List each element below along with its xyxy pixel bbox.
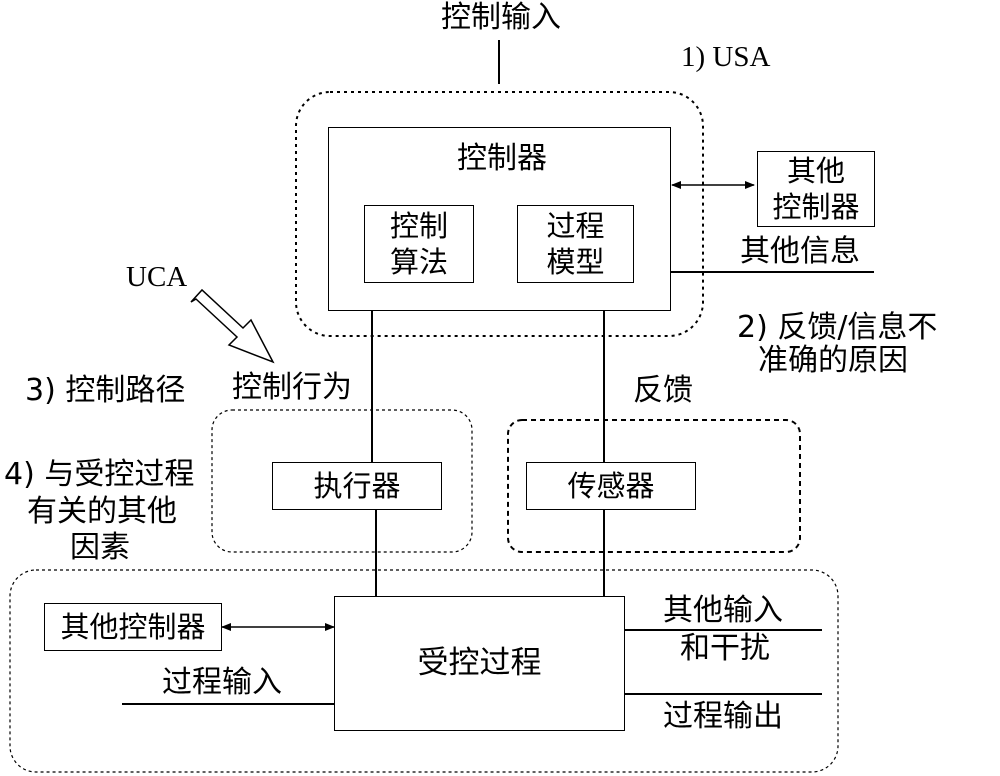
control-path-region xyxy=(211,409,473,553)
control-action-label: 控制行为 xyxy=(232,370,352,405)
controlled-process-region xyxy=(9,569,839,773)
control-input-label: 控制输入 xyxy=(441,0,561,35)
uca-arrow xyxy=(190,288,275,364)
process-input-label: 过程输入 xyxy=(162,665,282,700)
usa-controller-region xyxy=(295,91,704,337)
other-controller-top-line2: 控制器 xyxy=(772,190,860,224)
other-factors-line2: 有关的其他 xyxy=(27,494,177,529)
process-model-line1: 过程 xyxy=(546,208,605,243)
controller-title: 控制器 xyxy=(457,141,547,176)
actuator-box: 执行器 xyxy=(272,462,442,510)
control-path-label: 3) 控制路径 xyxy=(25,373,186,408)
other-inputs-line2: 和干扰 xyxy=(680,631,770,666)
other-controller-top-line1: 其他 xyxy=(786,153,845,188)
feedback-reason-line2: 准确的原因 xyxy=(758,343,908,378)
feedback-label: 反馈 xyxy=(633,373,693,408)
other-info-label: 其他信息 xyxy=(740,234,860,269)
process-model-box: 过程 模型 xyxy=(517,205,634,283)
feedback-path-region xyxy=(507,419,801,553)
control-algorithm-box: 控制 算法 xyxy=(364,205,474,283)
process-output-label: 过程输出 xyxy=(663,699,783,734)
feedback-reason-line1: 2) 反馈/信息不 xyxy=(737,310,938,345)
control-algorithm-line1: 控制 xyxy=(389,208,448,243)
usa-label: 1) USA xyxy=(681,41,771,73)
other-factors-line3: 因素 xyxy=(70,530,130,565)
control-algorithm-line2: 算法 xyxy=(389,245,448,279)
other-inputs-line1: 其他输入 xyxy=(663,593,783,628)
other-controller-bottom-box: 其他控制器 xyxy=(44,603,222,651)
other-factors-line1: 4) 与受控过程 xyxy=(4,457,195,492)
controlled-process-box: 受控过程 xyxy=(334,596,625,731)
process-model-line2: 模型 xyxy=(546,245,605,279)
other-controller-top-box: 其他 控制器 xyxy=(757,151,875,227)
uca-label: UCA xyxy=(126,261,188,293)
sensor-box: 传感器 xyxy=(526,462,696,510)
